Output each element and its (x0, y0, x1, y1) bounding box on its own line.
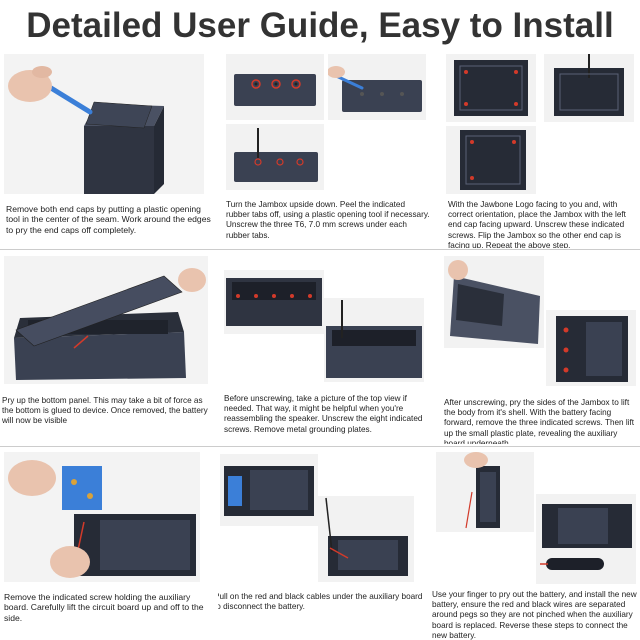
step-3-photo-a (446, 54, 536, 122)
step-5-caption: Before unscrewing, take a picture of the… (224, 394, 423, 434)
step-6-photo-a (444, 256, 544, 348)
step-2-panel: Turn the Jambox upside down. Peel the in… (222, 54, 432, 248)
row-divider-1 (0, 249, 640, 250)
step-8-panel: Pull on the red and black cables under t… (218, 450, 436, 640)
row-divider-2 (0, 446, 640, 447)
step-9-photo-b (536, 494, 636, 584)
step-5-panel: Before unscrewing, take a picture of the… (222, 252, 436, 444)
page-title: Detailed User Guide, Easy to Install (26, 6, 614, 45)
step-9-caption: Use your finger to pry out the battery, … (432, 590, 637, 640)
step-3-photo-c (446, 126, 536, 194)
step-2-caption: Turn the Jambox upside down. Peel the in… (226, 200, 430, 240)
step-2-photo-c (226, 124, 324, 190)
step-7-caption: Remove the indicated screw holding the a… (4, 592, 204, 623)
step-7-panel: Remove the indicated screw holding the a… (0, 450, 214, 640)
step-5-photo-a (224, 270, 324, 334)
step-6-caption: After unscrewing, pry the sides of the J… (444, 398, 635, 444)
step-6-panel: After unscrewing, pry the sides of the J… (440, 252, 640, 444)
step-1-photo (4, 54, 204, 194)
step-8-photo-b (318, 496, 414, 582)
step-5-photo-b (324, 298, 424, 382)
step-8-caption: Pull on the red and black cables under t… (218, 592, 423, 612)
step-2-photo-b (328, 54, 426, 120)
step-1-panel: Remove both end caps by putting a plasti… (4, 54, 214, 248)
step-9-panel: Use your finger to pry out the battery, … (430, 450, 640, 640)
step-3-photo-b (544, 54, 634, 122)
step-3-panel: With the Jawbone Logo facing to you and,… (440, 54, 640, 248)
step-3-caption: With the Jawbone Logo facing to you and,… (448, 200, 626, 248)
step-4-panel: Pry up the bottom panel. This may take a… (0, 252, 214, 444)
step-6-photo-b (546, 310, 636, 386)
step-8-photo-a (220, 454, 318, 526)
step-9-photo-a (436, 452, 534, 532)
step-2-photo-a (226, 54, 324, 120)
step-1-caption: Remove both end caps by putting a plasti… (6, 204, 211, 235)
step-4-caption: Pry up the bottom panel. This may take a… (2, 396, 208, 426)
step-7-photo (4, 452, 200, 582)
step-4-photo (4, 256, 208, 384)
